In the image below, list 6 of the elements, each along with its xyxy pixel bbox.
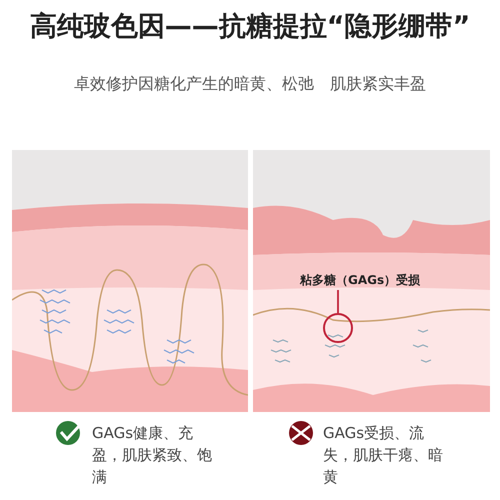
benefit-text: GAGs健康、充盈，肌肤紧致、饱满 — [92, 423, 213, 488]
damage-text: GAGs受损、流失，肌肤干瘪、暗黄 — [323, 423, 444, 488]
subtitle: 卓效修护因糖化产生的暗黄、松弛 肌肤紧实丰盈 — [73, 74, 427, 95]
title: 高纯玻色因——抗糖提拉“隐形绷带” — [28, 10, 472, 44]
leader-line — [337, 290, 339, 313]
highlight-circle — [323, 313, 353, 343]
